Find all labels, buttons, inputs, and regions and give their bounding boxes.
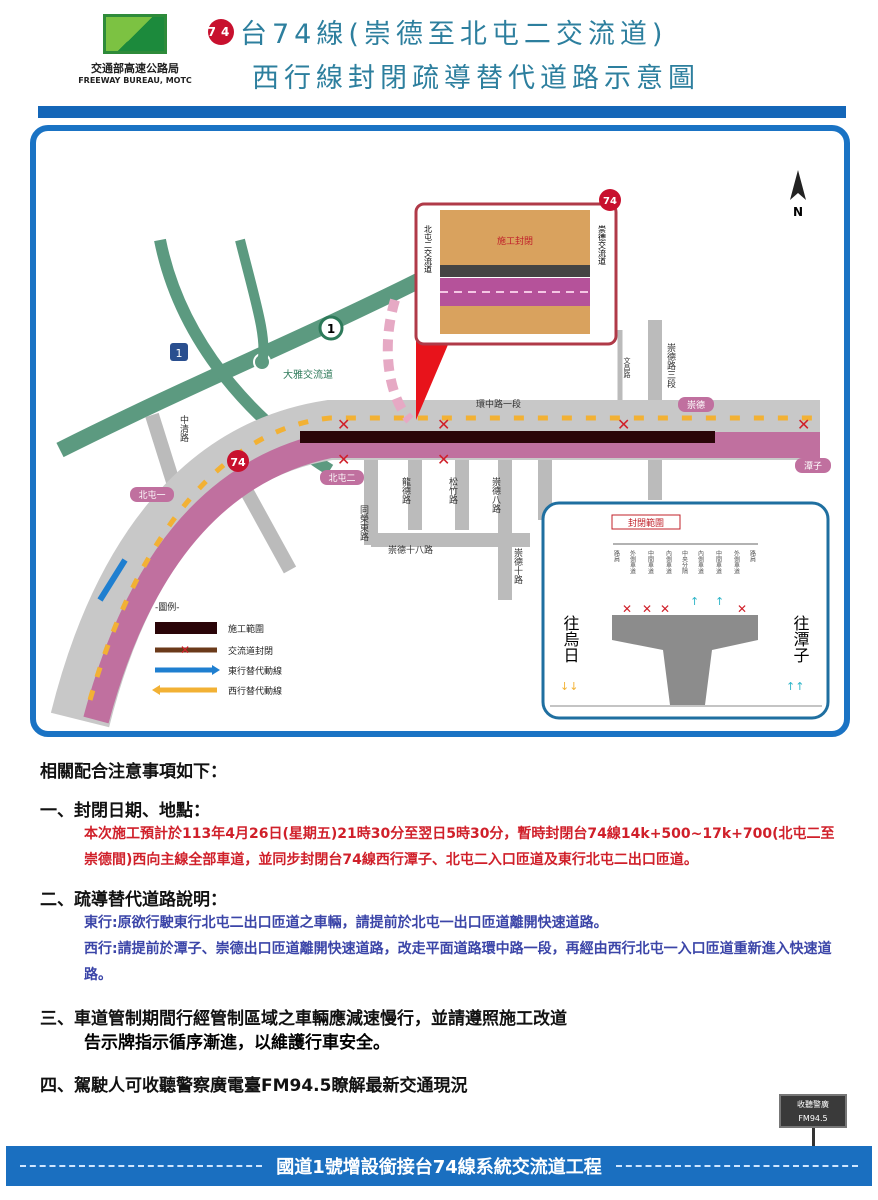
- svg-text:N: N: [793, 205, 803, 219]
- svg-text:↑: ↑: [715, 595, 724, 608]
- svg-text:74: 74: [230, 456, 246, 469]
- freeway-1-badge-icon: 1: [170, 343, 188, 361]
- legend-westbound: 西行替代動線: [228, 685, 282, 697]
- svg-text:↑↑: ↑↑: [786, 680, 804, 693]
- ramp-chongde: 崇德: [687, 399, 705, 411]
- route-74-shield-icon: 74: [227, 450, 249, 472]
- svg-text:✕: ✕: [660, 602, 670, 616]
- title-line-1: 74 台74線(崇德至北屯二交流道): [208, 12, 667, 51]
- svg-text:外側車道: 外側車道: [733, 549, 740, 575]
- freeway-1-road: [56, 272, 424, 458]
- inset-right-label: 崇德交流道: [598, 225, 607, 266]
- inset-left-label: 北屯二交流道: [424, 225, 433, 274]
- sign-pole: [812, 1128, 815, 1146]
- inset-74-shield-icon: 74: [603, 196, 617, 207]
- svg-text:✕: ✕: [437, 450, 450, 469]
- svg-text:✕: ✕: [797, 415, 810, 434]
- section-1-title: 一、封閉日期、地點：: [40, 801, 210, 821]
- footer-title: 國道1號增設銜接台74線系統交流道工程: [276, 1157, 602, 1178]
- label-chongde10: 崇德十路: [512, 548, 523, 585]
- inset-closure-label: 施工封閉: [497, 235, 533, 247]
- svg-text:✕: ✕: [180, 643, 190, 657]
- legend-eastbound: 東行替代動線: [228, 665, 282, 677]
- svg-text:✕: ✕: [642, 602, 652, 616]
- freeway-1-shield-icon: 1: [318, 315, 344, 341]
- svg-text:✕: ✕: [337, 415, 350, 434]
- svg-text:中間車道: 中間車道: [647, 549, 654, 575]
- section-4: 四、駕駛人可收聽警察廣電臺FM94.5瞭解最新交通現況: [40, 1076, 468, 1096]
- svg-text:路肩: 路肩: [749, 549, 756, 563]
- legend-ramp-closed: 交流道封閉: [228, 645, 273, 657]
- legend-title: -圖例-: [155, 601, 180, 613]
- freeway-bureau-logo: 交通部高速公路局 FREEWAY BUREAU, MOTC: [70, 14, 200, 85]
- ramp-labels: 北屯一 北屯二 崇德 潭子: [130, 397, 831, 502]
- notes-heading: 相關配合注意事項如下：: [40, 762, 227, 782]
- fm-radio-sign: 收聽警廣 FM94.5: [779, 1094, 847, 1128]
- svg-text:✕: ✕: [437, 415, 450, 434]
- sign-line1: 收聽警廣: [797, 1100, 829, 1109]
- header-divider-bar: [38, 106, 846, 118]
- section-3-line2: 告示牌指示循序漸進，以維護行車安全。: [84, 1033, 390, 1053]
- svg-text:✕: ✕: [622, 602, 632, 616]
- closure-inset: 施工封閉 北屯二交流道 崇德交流道 74: [414, 189, 621, 346]
- section-1-body: 本次施工預計於113年4月26日(星期五)21時30分至翌日5時30分，暫時封閉…: [84, 826, 835, 868]
- eastbound-detour-line: [97, 558, 128, 602]
- svg-text:內側車道: 內側車道: [697, 549, 704, 575]
- notes-section: 相關配合注意事項如下： 一、封閉日期、地點： 本次施工預計於113年4月26日(…: [40, 757, 860, 1096]
- westbound-detour-line: [87, 415, 820, 701]
- svg-text:↑: ↑: [690, 595, 699, 608]
- route-74-mainline: [83, 432, 820, 724]
- cross-section-title: 封閉範圍: [628, 517, 664, 529]
- direction-wuri: 往烏日: [561, 615, 580, 663]
- label-zhongqing: 中清路: [178, 414, 189, 443]
- svg-text:✕: ✕: [737, 602, 747, 616]
- direction-tanzi: 往潭子: [791, 615, 810, 663]
- section-2-title: 二、疏導替代道路說明：: [40, 890, 227, 910]
- org-name-zh: 交通部高速公路局: [91, 62, 179, 75]
- legend-swatch-construction: [155, 622, 217, 634]
- svg-text:內側車道: 內側車道: [665, 549, 672, 575]
- cross-section-inset: 封閉範圍 路肩 外側車道 中間車道 內側車道 中央分隔 內側車道 中間車道 外側車道 路…: [541, 501, 830, 720]
- svg-text:1: 1: [327, 322, 335, 336]
- ramp-tanzi: 潭子: [804, 461, 822, 472]
- label-thin-road: 文昌路: [623, 356, 631, 379]
- ramp-beitun2: 北屯二: [328, 472, 355, 484]
- svg-text:中央分隔: 中央分隔: [681, 549, 688, 575]
- svg-text:✕: ✕: [617, 415, 630, 434]
- map-frame: ✕ ✕ ✕ ✕ ✕ ✕ 施工封閉 北屯二交流道 崇德交流道 74 1 1 74 環中路一…: [30, 125, 850, 737]
- ramp-beitun1: 北屯一: [138, 489, 165, 501]
- org-name-en: FREEWAY BUREAU, MOTC: [78, 76, 192, 85]
- section-2-eastbound: 東行:原欲行駛東行北屯二出口匝道之車輛，請提前於北屯一出口匝道離開快速道路。: [84, 915, 608, 931]
- svg-text:1: 1: [176, 347, 183, 360]
- sign-line2: FM94.5: [798, 1114, 828, 1123]
- svg-text:↓↓: ↓↓: [560, 680, 578, 693]
- footer-bar: 國道1號增設銜接台74線系統交流道工程: [6, 1146, 872, 1186]
- label-chongde8: 崇德八路: [490, 477, 501, 514]
- route-74-shield-icon: 74: [208, 18, 234, 45]
- logo-mark-icon: [103, 14, 167, 54]
- svg-text:外側車道: 外側車道: [629, 549, 636, 575]
- north-arrow-icon: N: [790, 170, 806, 219]
- title-text-1: 台74線(崇德至北屯二交流道): [240, 19, 668, 50]
- traffic-map: ✕ ✕ ✕ ✕ ✕ ✕ 施工封閉 北屯二交流道 崇德交流道 74 1 1 74 環中路一…: [50, 170, 831, 728]
- label-huanzhong: 環中路一段: [476, 398, 521, 410]
- title-line-2: 西行線封閉疏導替代道路示意圖: [252, 63, 700, 94]
- label-chongde18: 崇德十八路: [388, 544, 433, 556]
- section-3-line1: 三、車道管制期間行經管制區域之車輛應減速慢行，並請遵照施工改道: [40, 1009, 567, 1029]
- label-chongde3: 崇德路三段: [665, 343, 676, 389]
- map-legend: -圖例- 施工範圍 ✕ 交流道封閉 東行替代動線 西行替代動線: [152, 601, 282, 697]
- svg-text:✕: ✕: [337, 450, 350, 469]
- huanzhong-road: [50, 400, 820, 728]
- label-longde: 龍德路: [400, 476, 411, 505]
- svg-text:路肩: 路肩: [613, 549, 620, 563]
- label-dayajc: 大雅交流道: [283, 368, 333, 381]
- svg-text:中間車道: 中間車道: [715, 549, 722, 575]
- section-2-westbound: 西行:請提前於潭子、崇德出口匝道離開快速道路，改走平面道路環中路一段，再經由西行…: [84, 941, 832, 983]
- legend-construction: 施工範圍: [228, 623, 264, 635]
- label-tongrong: 同榮東路: [358, 505, 369, 542]
- label-songzhu: 松竹路: [447, 476, 458, 505]
